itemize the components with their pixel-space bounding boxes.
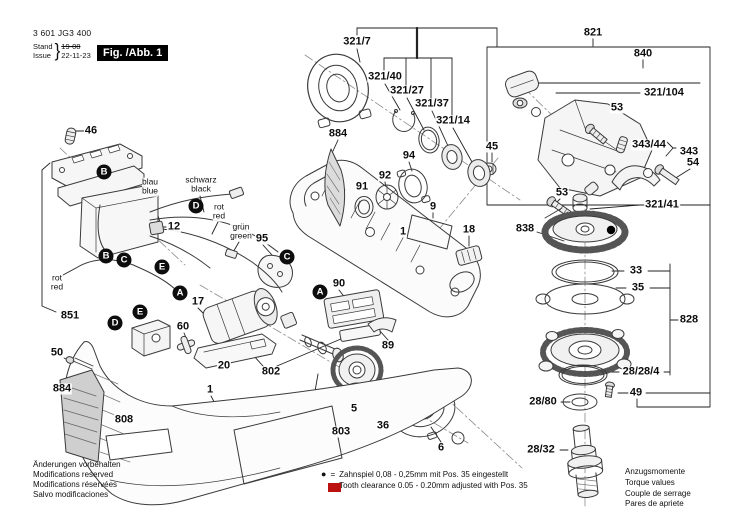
handle-bar-art [193, 333, 277, 369]
electronics-module-art [323, 289, 385, 342]
tooth-clearance-note: ● = Zahnspiel 0,08 - 0,25mm mit Pos. 35 … [321, 469, 528, 491]
stand-label: Stand [33, 42, 53, 52]
title-block: 3 601 JG3 400 Stand Issue } 19-08 22-11-… [33, 28, 91, 62]
revision-brace: } [54, 40, 61, 62]
stand-value: 19-08 [61, 42, 81, 52]
bearing-support-art [396, 168, 431, 204]
issue-value: 22-11-23 [61, 51, 91, 61]
note-equals: = [330, 470, 336, 479]
modifications-line: Salvo modificaciones [33, 490, 109, 499]
note-line-en: Tooth clearance 0.05 - 0.20mm adjusted w… [339, 481, 528, 490]
gearcase-art [505, 70, 680, 223]
torque-title-line: Couple de serrage [625, 488, 691, 498]
modifications-line: Modifications reserved [33, 470, 114, 479]
field-module-art [79, 185, 159, 259]
clamp-ring-art [354, 196, 374, 218]
seal-ring-art [418, 126, 440, 154]
issue-label: Issue [33, 51, 51, 61]
revision-block: Stand Issue } 19-08 22-11-23 [33, 40, 91, 62]
motor-art [202, 288, 278, 345]
nameplate-art [406, 214, 453, 250]
screw-art [65, 356, 94, 370]
spindle-art [567, 424, 604, 498]
sticker-art [105, 428, 173, 461]
gear-stack-art [535, 193, 635, 498]
baffle-art [367, 317, 397, 333]
torque-title-line: Anzugsmomente [625, 466, 686, 476]
red-marker [328, 483, 341, 492]
flange-disc-art [307, 53, 372, 129]
button-art [455, 245, 483, 266]
bearing-art [441, 144, 463, 170]
switch-block-art [131, 319, 171, 357]
figure-label: Fig. /Abb. 1 [97, 45, 169, 61]
note-dot-symbol: ● [321, 469, 327, 479]
note-line-de: Zahnspiel 0,08 - 0,25mm mit Pos. 35 eing… [339, 470, 509, 479]
bearing-art [467, 159, 491, 187]
grip-inlay-bottom-art [59, 369, 105, 463]
modifications-line: Änderungen vorbehalten [33, 460, 121, 469]
fan-art [375, 184, 399, 210]
tooth-clearance-dot [606, 225, 616, 235]
grip-inlay-top-art [324, 148, 346, 227]
part-number: 3 601 JG3 400 [33, 28, 92, 38]
spring-art [64, 127, 77, 145]
circlip-art [392, 108, 416, 133]
torque-title-line: Torque values [625, 477, 675, 487]
coupling-cross-art [176, 335, 196, 355]
torque-title-line: Pares de apriete [625, 499, 684, 509]
modifications-line: Modifications réservées [33, 480, 118, 489]
